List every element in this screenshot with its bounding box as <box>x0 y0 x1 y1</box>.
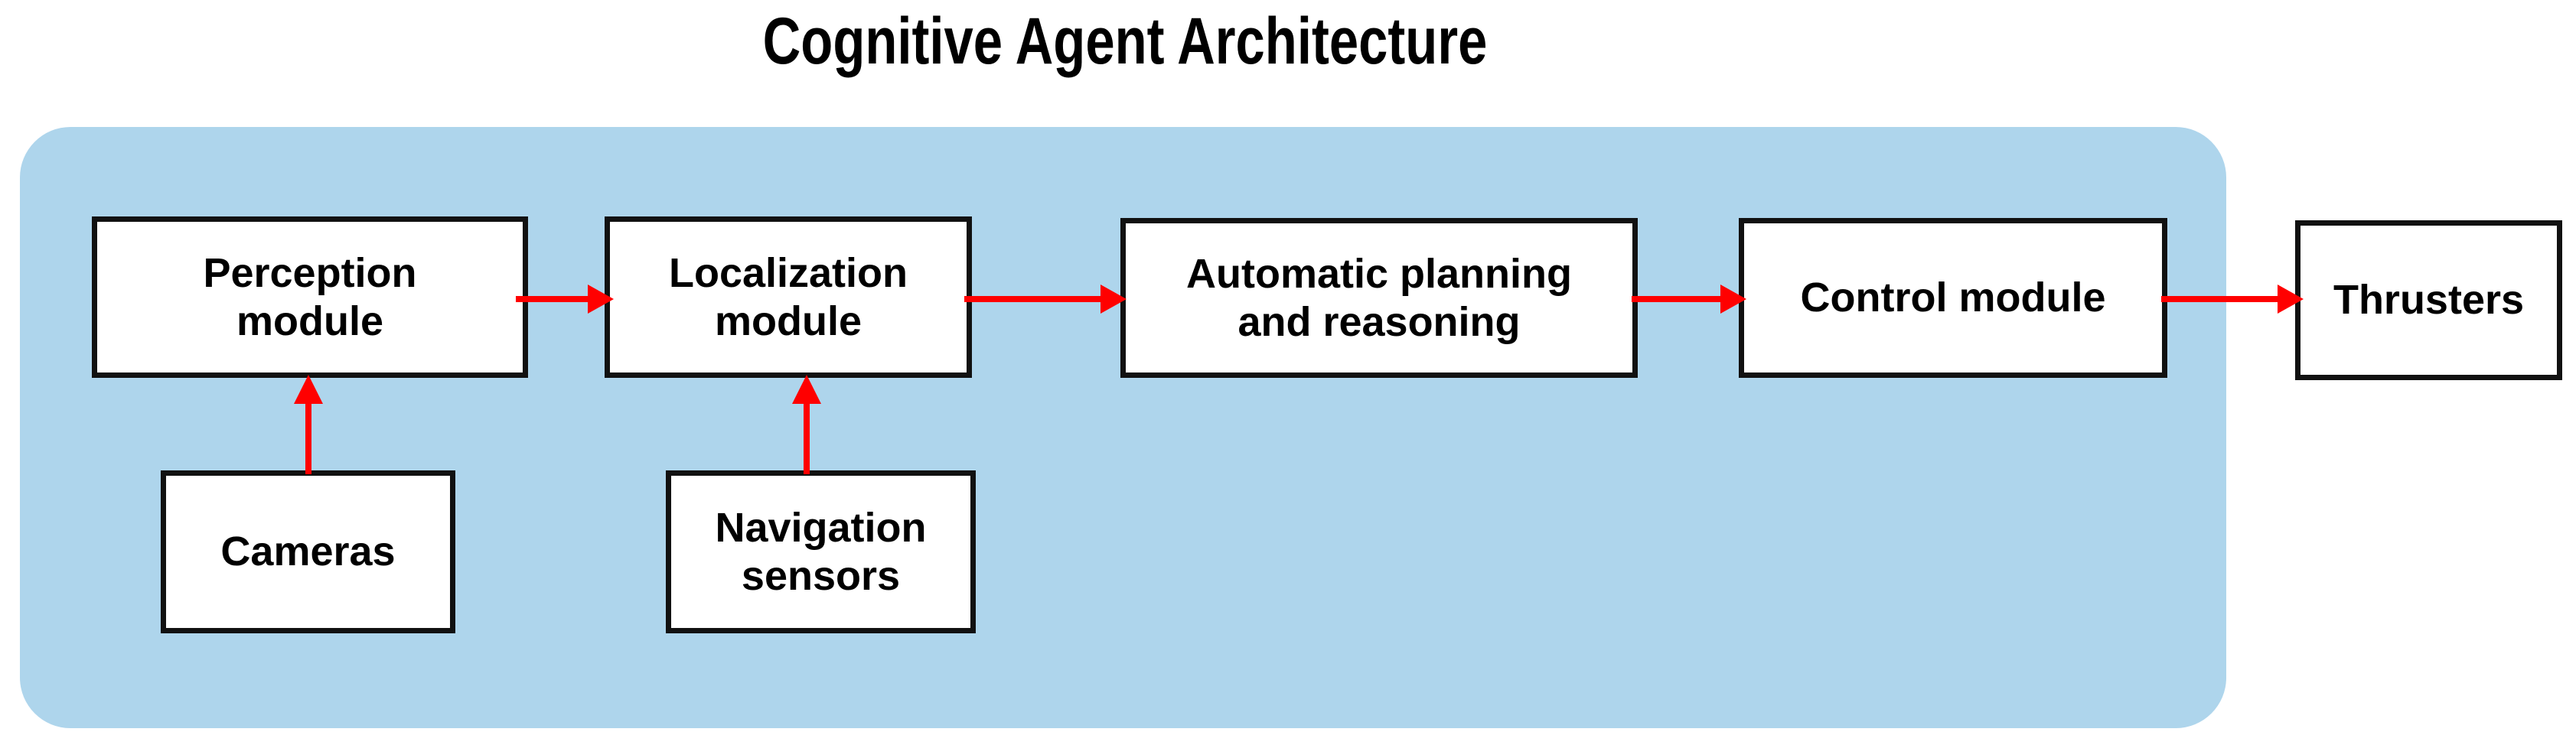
node-cameras[interactable]: Cameras <box>161 470 455 633</box>
node-control-module[interactable]: Control module <box>1739 218 2167 378</box>
node-automatic-planning-and-reasoning[interactable]: Automatic planning and reasoning <box>1120 218 1638 378</box>
node-control-module-label: Control module <box>1800 275 2106 320</box>
node-automatic-planning-and-reasoning-label: Automatic planning and reasoning <box>1186 250 1572 345</box>
arrow-planning-to-control-icon <box>1632 285 1746 314</box>
node-thrusters[interactable]: Thrusters <box>2295 220 2562 380</box>
node-localization-module[interactable]: Localization module <box>605 216 972 378</box>
page-title: Cognitive Agent Architecture <box>762 5 1488 78</box>
arrow-navigation-sensors-to-localization-icon <box>792 375 821 474</box>
arrow-localization-to-planning-icon <box>964 285 1127 314</box>
node-perception-module[interactable]: Perception module <box>92 216 528 378</box>
node-navigation-sensors-label: Navigation sensors <box>715 504 927 599</box>
node-navigation-sensors[interactable]: Navigation sensors <box>666 470 976 633</box>
node-localization-module-label: Localization module <box>668 249 908 344</box>
arrow-perception-to-localization-icon <box>516 285 614 314</box>
node-thrusters-label: Thrusters <box>2333 277 2525 323</box>
node-perception-module-label: Perception module <box>203 249 417 344</box>
node-cameras-label: Cameras <box>220 529 396 574</box>
arrow-control-to-thrusters-icon <box>2161 285 2304 314</box>
arrow-cameras-to-perception-icon <box>294 375 323 474</box>
